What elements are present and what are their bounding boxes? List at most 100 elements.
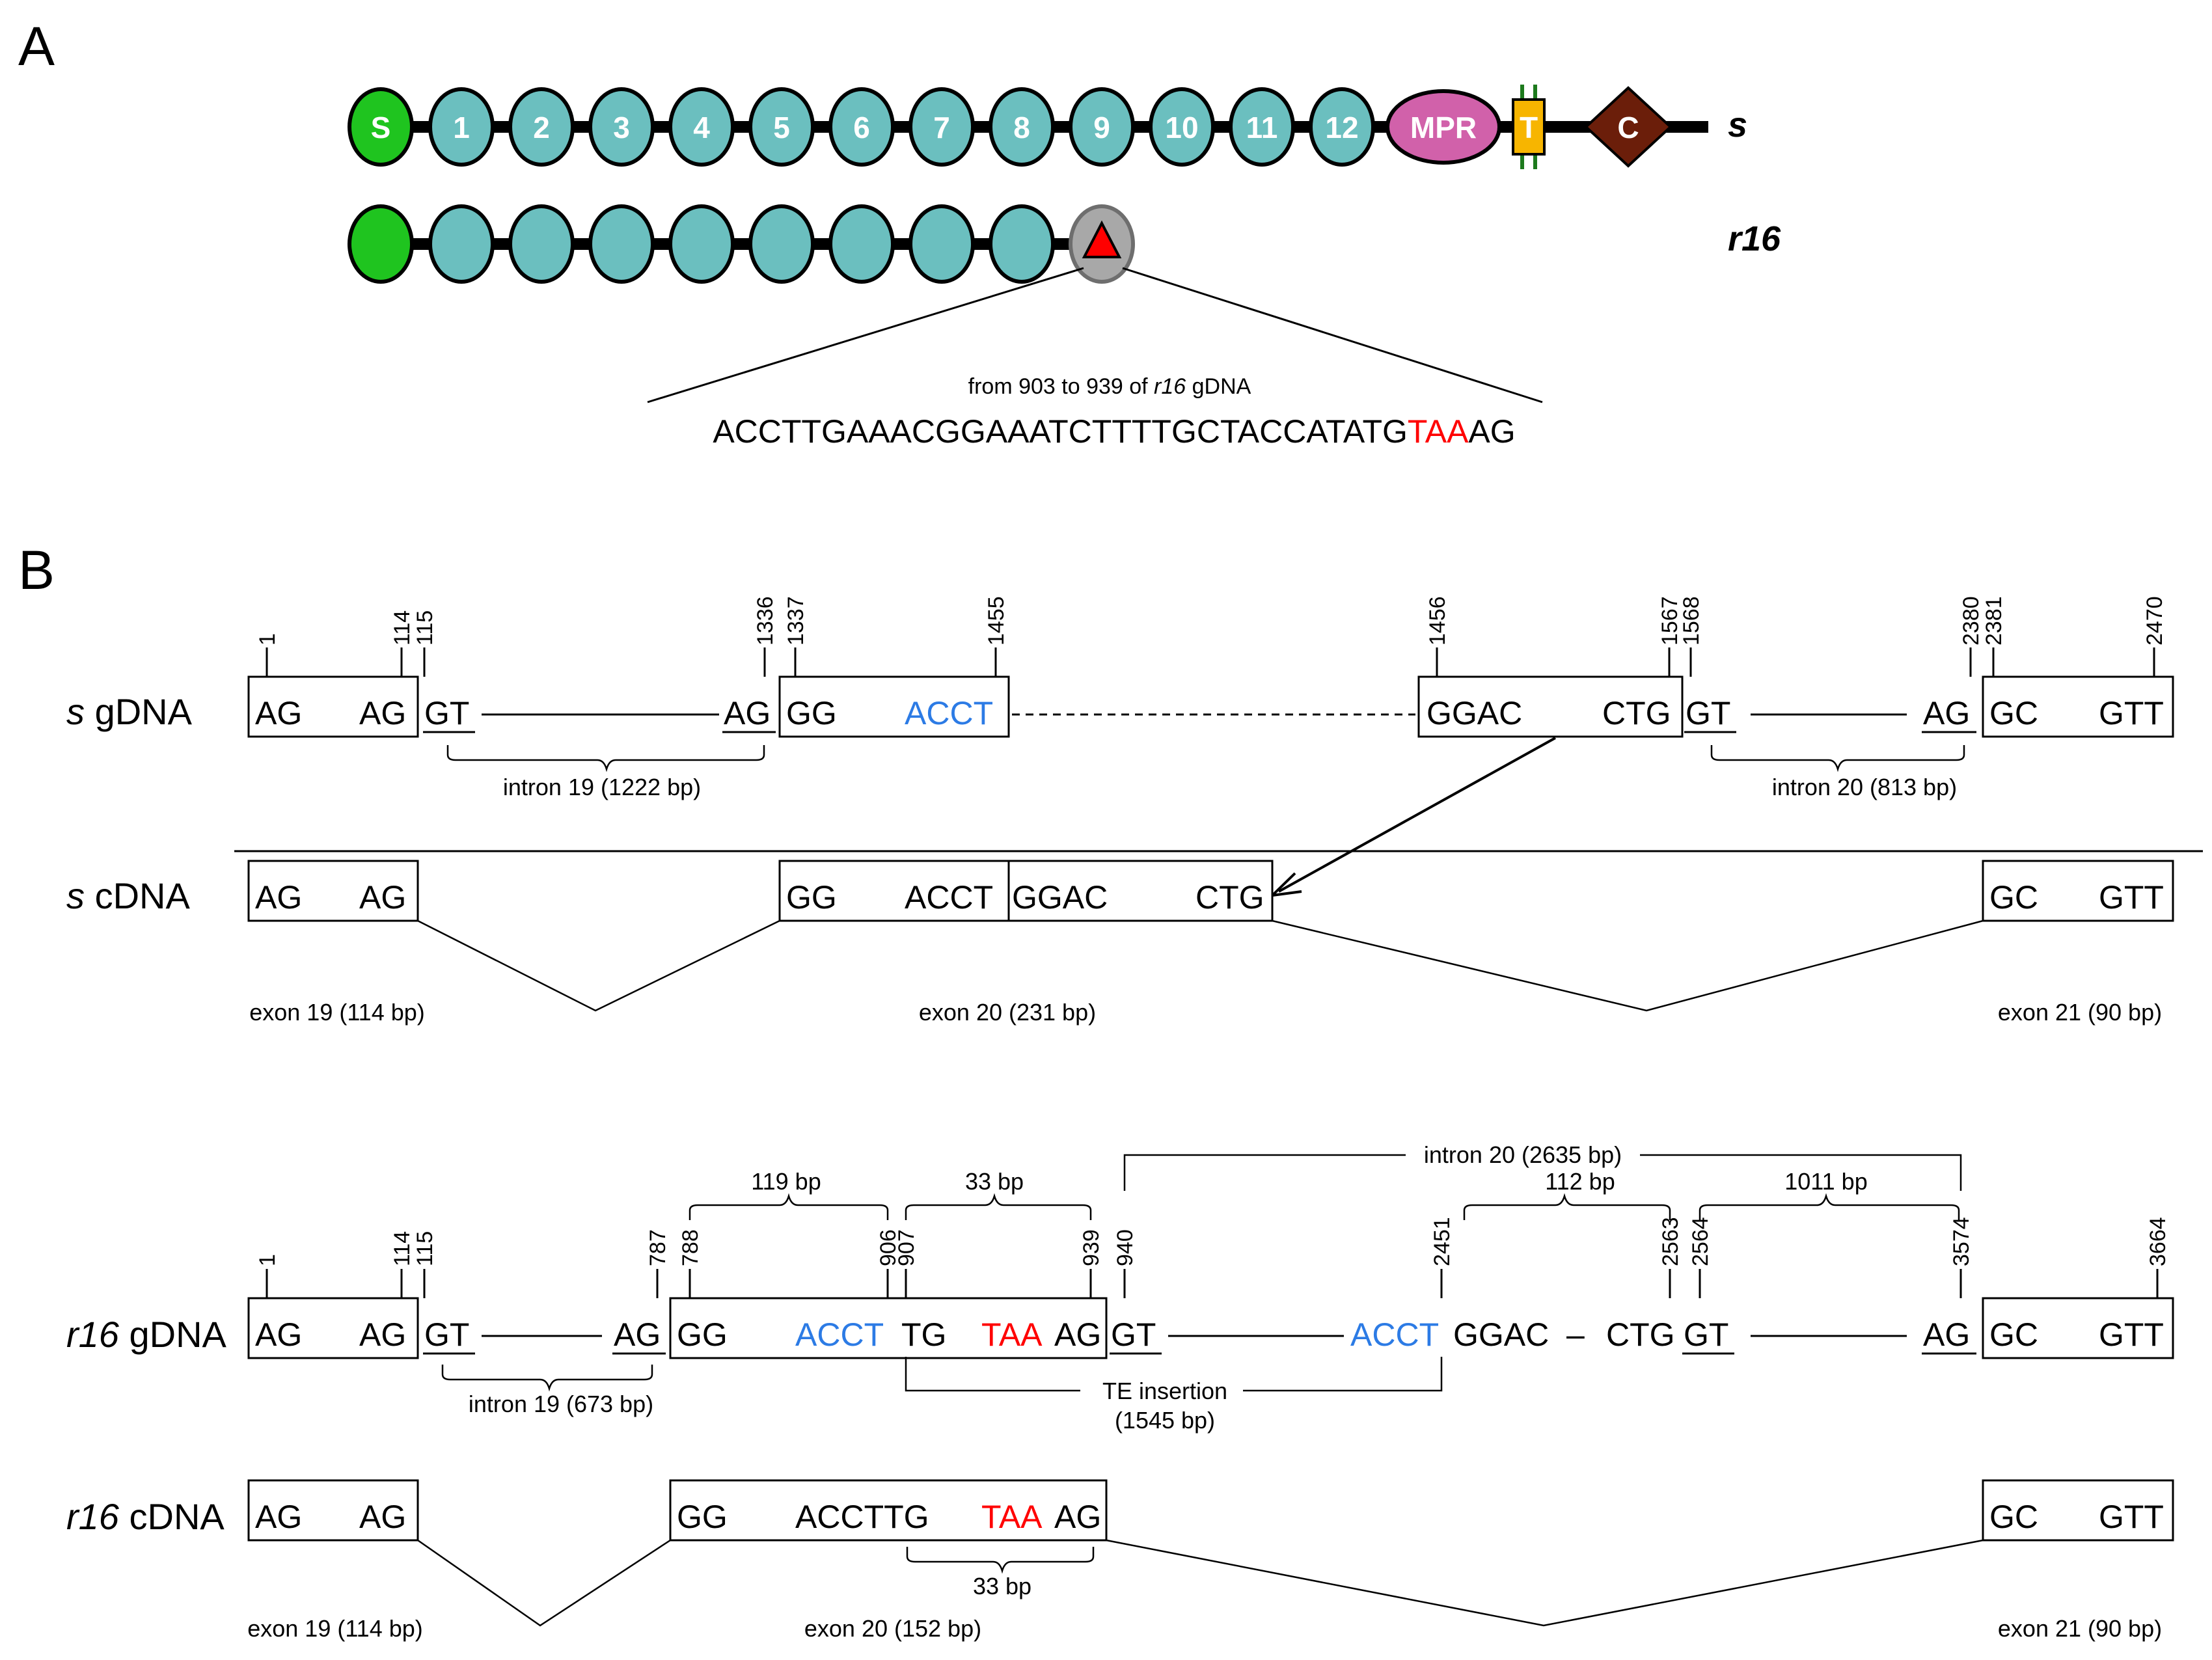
lrr-repeat-label: 5: [773, 111, 790, 144]
r16-exon19-label: exon 19 (114 bp): [247, 1615, 423, 1642]
r16-exon20-label: exon 20 (152 bp): [804, 1615, 981, 1642]
s-gdna-e19-end: AG: [359, 695, 406, 731]
s-gdna-e20b-start: GGAC: [1427, 695, 1522, 731]
lrr-repeat-label: 7: [933, 111, 950, 144]
position-number: 907: [894, 1229, 919, 1266]
r16-33bp-label: 33 bp: [965, 1168, 1024, 1195]
s-gdna-i20-start: GT: [1686, 695, 1730, 731]
s-intron20-brace: [1710, 745, 1965, 772]
signal-peptide-domain: [348, 87, 414, 167]
lrr-repeat-domain: [828, 87, 895, 167]
position-number: 115: [413, 1231, 437, 1266]
position-number: 1568: [1679, 596, 1704, 646]
lrr-repeat-label: 3: [613, 111, 630, 144]
r16-cdna-label: r16 cDNA: [66, 1496, 225, 1537]
r16-gdna-e19-start: AG: [255, 1316, 302, 1353]
lrr-repeat-domain: [1229, 87, 1295, 167]
s-gdna-e21-end: GTT: [2099, 695, 2164, 731]
s-cdna-a2: AG: [359, 879, 406, 916]
lrr-repeat-label: 2: [533, 111, 550, 144]
s-cdna-splice-19-20: [417, 919, 780, 1012]
lrr-repeat-domain: [588, 204, 655, 284]
transmembrane-label: T: [1520, 111, 1538, 144]
s-cdna-a1: AG: [255, 879, 302, 916]
position-number: 788: [678, 1229, 703, 1266]
r16-exon21-label: exon 21 (90 bp): [1998, 1615, 2162, 1642]
s-cdna-splice-20-21: [1272, 919, 1984, 1012]
bracket-label-bg: [1406, 1142, 1640, 1168]
splice-arrow-head: [1271, 872, 1302, 897]
r16-cdna-splice-20-21: [1106, 1539, 1984, 1627]
r16-gdna-e20-start: GG: [677, 1316, 728, 1353]
lrr-repeat-label: 10: [1165, 111, 1198, 144]
r16-cdna-d2: GTT: [2099, 1499, 2164, 1535]
r16-gdna-e21-end: GTT: [2099, 1316, 2164, 1353]
s-intron19-brace: [446, 745, 765, 772]
te-label-bg: [1080, 1376, 1243, 1402]
r16-112bp-brace: [1463, 1193, 1671, 1220]
lrr-repeat-domain: [828, 204, 895, 284]
s-gdna-i19-end: AG: [724, 695, 771, 731]
lrr-repeat-domain: [1069, 87, 1135, 167]
callout-line-left: [647, 267, 1084, 403]
position-number: 2564: [1688, 1217, 1713, 1266]
r16-cdna-splice-19-20: [417, 1539, 671, 1627]
callout-title: from 903 to 939 of r16 gDNA: [968, 374, 1251, 399]
r16-cdna-33bp-brace: [906, 1547, 1095, 1574]
r16-119bp-label: 119 bp: [751, 1168, 821, 1195]
r16-1011bp-label: 1011 bp: [1784, 1168, 1867, 1195]
s-cdna-exon19-box: [247, 860, 419, 922]
r16-gdna-gt3: GT: [1684, 1316, 1728, 1353]
lrr-repeat-domain: [508, 204, 575, 284]
r16-cdna-a2: AG: [359, 1499, 406, 1535]
r16-gdna-i19-end: AG: [614, 1316, 661, 1353]
lrr-repeat-domain: [989, 204, 1055, 284]
lrr-repeat-domain: [748, 204, 815, 284]
s-intron20-label: intron 20 (813 bp): [1772, 774, 1957, 800]
s-cdna-label: s cDNA: [66, 875, 190, 916]
r16-intron19-brace: [441, 1365, 653, 1392]
s-protein-label: s: [1728, 105, 1747, 144]
position-number: 115: [413, 610, 437, 646]
position-number: 1455: [984, 596, 1009, 646]
s-cdna-exon21-box: [1982, 860, 2174, 922]
callout-line-right: [1122, 267, 1543, 403]
r16-gdna-gt2: GT: [1111, 1316, 1156, 1353]
stop-codon-marker-icon: [1082, 220, 1122, 258]
cytoplasmic-domain: [1584, 86, 1673, 168]
cytoplasmic-label: C: [1617, 111, 1639, 144]
transmembrane-domain: [1512, 98, 1546, 156]
r16-gdna-label: r16 gDNA: [66, 1314, 227, 1355]
position-number: 2563: [1658, 1217, 1683, 1266]
r16-gdna-taa: TAA: [981, 1316, 1043, 1353]
position-number: 940: [1113, 1229, 1138, 1266]
r16-33bp-brace: [905, 1193, 1092, 1220]
s-cdna-exon20b-box: [1007, 860, 1274, 922]
position-number: 1337: [784, 596, 808, 646]
s-gdna-i19-start: GT: [424, 695, 469, 731]
r16-intron20-label: intron 20 (2635 bp): [1424, 1141, 1622, 1168]
signal-peptide-label: S: [371, 111, 391, 144]
r16-cdna-exon21-box: [1982, 1479, 2174, 1542]
s-gdna-e20b-end: CTG: [1602, 695, 1671, 731]
lrr-repeat-label: 6: [853, 111, 870, 144]
position-number: 3574: [1949, 1217, 1974, 1266]
signal-peptide-domain: [348, 204, 414, 284]
s-gdna-e19-start: AG: [255, 695, 302, 731]
r16-cdna-b1: GG: [677, 1499, 728, 1535]
position-number: 1: [255, 1254, 280, 1266]
lrr-repeat-label: 1: [453, 111, 470, 144]
r16-gdna-tg: TG: [901, 1316, 946, 1353]
r16-cdna-b3: TAA: [981, 1499, 1043, 1535]
s-exon20b-box: [1417, 675, 1684, 738]
r16-112bp-label: 112 bp: [1545, 1168, 1615, 1195]
r16-cdna-exon20-box: [669, 1479, 1108, 1542]
lrr-repeat-label: 12: [1325, 111, 1358, 144]
s-exon19-label: exon 19 (114 bp): [249, 999, 425, 1026]
lrr-repeat-domain: [428, 204, 495, 284]
splice-arrow-line: [1278, 737, 1556, 893]
s-gdna-i20-end: AG: [1923, 695, 1970, 731]
mpr-domain: [1386, 89, 1501, 165]
